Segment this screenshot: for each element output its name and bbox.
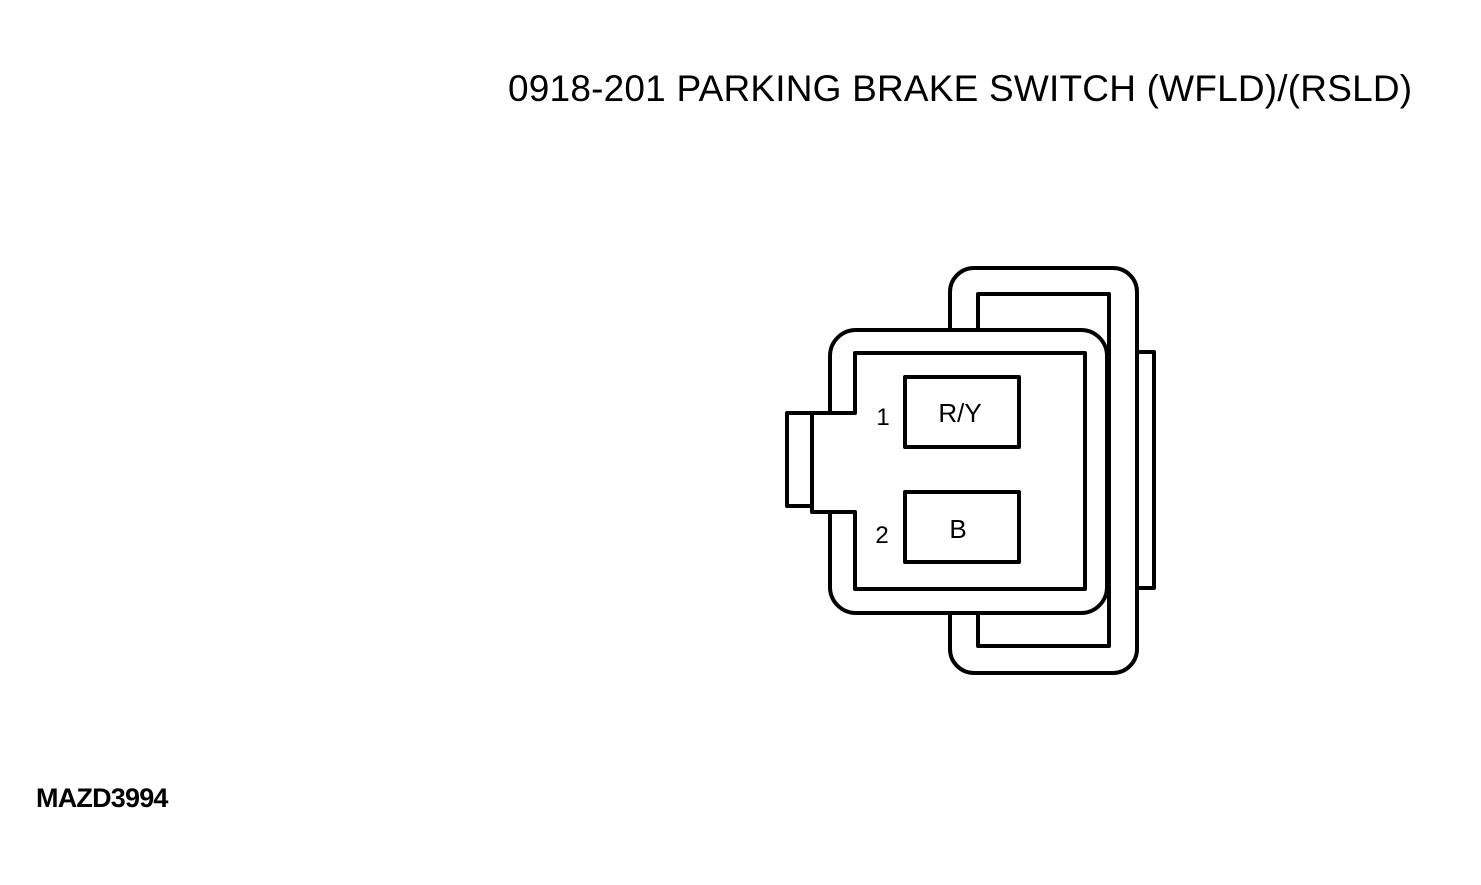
figure-code: MAZD3994 [36,783,168,813]
side-latch [1135,350,1156,590]
diagram-title: 0918-201 PARKING BRAKE SWITCH (WFLD)/(RS… [508,68,1413,109]
pin-1-cavity [903,375,1021,449]
pin-1-wire-color: R/Y [938,398,981,428]
pin-2-wire-color: B [949,514,966,544]
pin-1-number: 1 [876,404,889,431]
pin-2-number: 2 [875,522,888,549]
pin-2-cavity [903,490,1021,564]
